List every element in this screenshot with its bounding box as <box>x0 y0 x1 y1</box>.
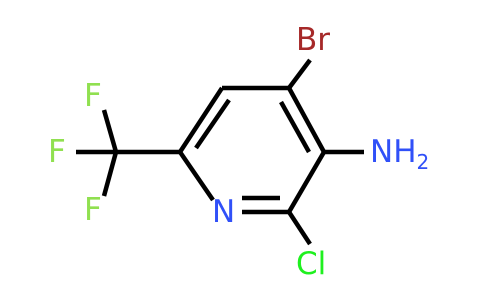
bond-c4-c3-inner <box>279 100 311 154</box>
atom-f-bottom-label: F <box>84 192 102 228</box>
bond-n-c6 <box>178 150 215 202</box>
atom-nh2-label: NH2 <box>370 134 429 174</box>
atom-f-top-label: F <box>84 78 102 114</box>
atom-nh2-symbol: NH <box>370 134 417 170</box>
bond-c6-c5 <box>178 86 224 154</box>
bond-c3-c2 <box>287 150 326 214</box>
bond-cf3-f-top <box>101 109 119 153</box>
bond-c4-c3 <box>287 86 326 154</box>
bond-cf3-f-bottom <box>101 151 119 197</box>
bond-c6-c5-inner <box>194 98 231 150</box>
bond-c4-br <box>287 58 312 90</box>
atom-nh2-subscript: 2 <box>417 150 430 174</box>
ring-bonds <box>178 85 326 215</box>
atom-labels: Br NH2 N Cl F F F <box>48 22 429 282</box>
atom-cl-label: Cl <box>296 246 326 282</box>
substituent-bonds <box>76 58 364 246</box>
atom-n-ring-label: N <box>212 194 235 230</box>
atom-br-label: Br <box>296 22 330 58</box>
bond-c2-cl <box>287 210 312 246</box>
atom-f-middle-label: F <box>48 134 66 170</box>
